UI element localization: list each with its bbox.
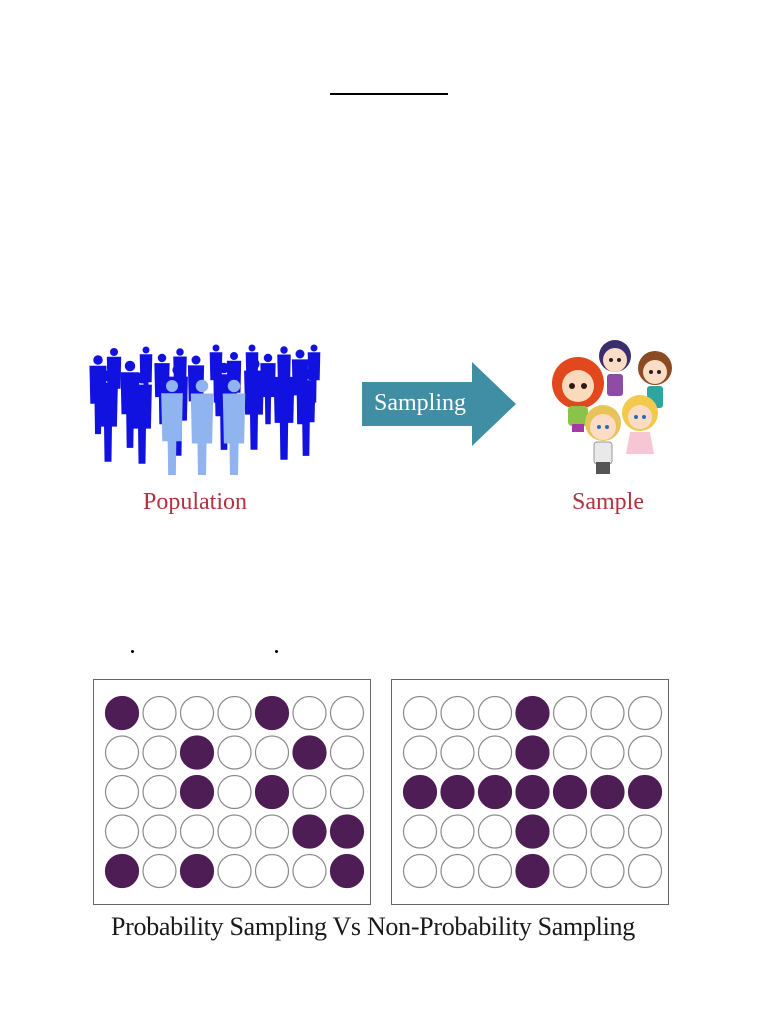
selected-unit-dot	[329, 814, 365, 849]
unselected-unit-dot	[254, 853, 290, 889]
unselected-unit-dot	[552, 814, 588, 849]
unselected-unit-dot	[552, 695, 588, 731]
selected-unit-dot	[179, 853, 215, 889]
person-silhouette-icon	[132, 372, 152, 464]
person-silhouette-icon	[222, 379, 246, 475]
unselected-unit-dot	[217, 774, 252, 810]
bullet-dot	[131, 650, 134, 653]
unselected-unit-dot	[179, 695, 215, 731]
unselected-unit-dot	[402, 853, 438, 889]
unselected-unit-dot	[292, 774, 327, 810]
unselected-unit-dot	[552, 735, 588, 770]
child-blonde-girl	[622, 395, 658, 454]
selected-unit-dot	[329, 853, 365, 889]
selected-unit-dot	[515, 774, 550, 810]
unselected-unit-dot	[142, 735, 177, 770]
unselected-unit-dot	[142, 695, 177, 731]
child-blonde-boy	[585, 405, 621, 474]
selected-unit-dot	[292, 814, 327, 849]
child-brown-hair	[638, 351, 672, 408]
probability-sampling-grid	[93, 679, 371, 905]
unselected-unit-dot	[440, 735, 475, 770]
unselected-unit-dot	[254, 814, 290, 849]
unselected-unit-dot	[402, 695, 438, 731]
unselected-unit-dot	[179, 814, 215, 849]
unselected-unit-dot	[627, 695, 663, 731]
unselected-unit-dot	[142, 774, 177, 810]
unselected-unit-dot	[552, 853, 588, 889]
selected-unit-dot	[627, 774, 663, 810]
selected-unit-dot	[515, 735, 550, 770]
unselected-unit-dot	[590, 814, 625, 849]
unselected-unit-dot	[104, 814, 140, 849]
unselected-unit-dot	[142, 853, 177, 889]
selected-unit-dot	[440, 774, 475, 810]
selected-unit-dot	[477, 774, 513, 810]
unselected-unit-dot	[217, 695, 252, 731]
sampling-arrow-label: Sampling	[374, 390, 466, 416]
unselected-unit-dot	[402, 814, 438, 849]
unselected-unit-dot	[590, 695, 625, 731]
unselected-unit-dot	[477, 735, 513, 770]
unselected-unit-dot	[590, 735, 625, 770]
unselected-unit-dot	[104, 735, 140, 770]
person-silhouette-icon	[244, 358, 264, 450]
unselected-unit-dot	[217, 814, 252, 849]
population-label: Population	[143, 489, 248, 515]
sample-children-icon	[552, 340, 672, 474]
non-probability-sampling-grid	[391, 679, 669, 905]
unselected-unit-dot	[590, 853, 625, 889]
unselected-unit-dot	[329, 735, 365, 770]
unselected-unit-dot	[292, 853, 327, 889]
unselected-unit-dot	[477, 814, 513, 849]
selected-unit-dot	[552, 774, 588, 810]
unselected-unit-dot	[292, 695, 327, 731]
unselected-unit-dot	[440, 814, 475, 849]
unselected-unit-dot	[477, 853, 513, 889]
unselected-unit-dot	[477, 695, 513, 731]
person-silhouette-icon	[98, 370, 118, 462]
sampling-comparison-caption: Probability Sampling Vs Non-Probability …	[111, 912, 635, 941]
person-silhouette-icon	[260, 353, 276, 425]
selected-unit-dot	[254, 774, 290, 810]
unselected-unit-dot	[142, 814, 177, 849]
selected-unit-dot	[254, 695, 290, 731]
unselected-unit-dot	[217, 853, 252, 889]
arrow-right-icon	[362, 362, 516, 446]
selected-unit-dot	[590, 774, 625, 810]
bullet-dot	[275, 650, 278, 653]
person-silhouette-icon	[296, 368, 316, 456]
population-crowd-icon	[89, 344, 321, 475]
unselected-unit-dot	[254, 735, 290, 770]
unselected-unit-dot	[627, 814, 663, 849]
person-silhouette-icon	[307, 344, 321, 403]
person-silhouette-icon	[161, 380, 183, 475]
unselected-unit-dot	[329, 774, 365, 810]
unselected-unit-dot	[402, 735, 438, 770]
unselected-unit-dot	[329, 695, 365, 731]
title-underline	[330, 93, 448, 95]
selected-unit-dot	[104, 853, 140, 889]
sampling-arrow: Sampling	[362, 362, 516, 446]
selected-unit-dot	[515, 853, 550, 889]
selected-unit-dot	[402, 774, 438, 810]
unselected-unit-dot	[627, 735, 663, 770]
unselected-unit-dot	[440, 853, 475, 889]
unselected-unit-dot	[104, 774, 140, 810]
selected-unit-dot	[104, 695, 140, 731]
selected-unit-dot	[515, 695, 550, 731]
selected-unit-dot	[515, 814, 550, 849]
sample-label: Sample	[572, 489, 644, 515]
selected-unit-dot	[179, 735, 215, 770]
person-silhouette-icon	[190, 379, 214, 475]
person-silhouette-icon	[273, 364, 295, 460]
unselected-unit-dot	[627, 853, 663, 889]
child-purple-hair	[599, 340, 631, 396]
unselected-unit-dot	[217, 735, 252, 770]
selected-unit-dot	[179, 774, 215, 810]
child-red-hair	[552, 357, 604, 432]
unselected-unit-dot	[440, 695, 475, 731]
selected-unit-dot	[292, 735, 327, 770]
